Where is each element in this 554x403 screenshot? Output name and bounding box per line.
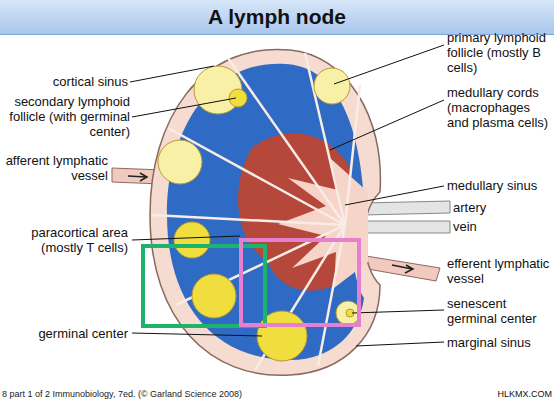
part-label: vein [453, 219, 543, 234]
pink-highlight-box [241, 240, 359, 325]
part-label: medullary sinus [447, 178, 553, 193]
part-label: afferent lymphatic vessel [2, 153, 108, 183]
part-label: primary lymphoid follicle (mostly B cell… [447, 30, 553, 75]
trabeculae [152, 53, 360, 370]
figure-caption: 8 part 1 of 2 Immunobiology, 7ed. (© Gar… [2, 389, 242, 399]
part-label: germinal center [2, 326, 128, 341]
part-label: artery [453, 200, 543, 215]
vein-tube [362, 221, 450, 233]
artery-tube [362, 201, 450, 215]
leader-lines [130, 45, 444, 346]
part-label: paracortical area (mostly T cells) [2, 225, 128, 255]
part-label: marginal sinus [447, 335, 553, 350]
flow-arrow [128, 173, 147, 181]
part-label: secondary lymphoid follicle (with germin… [0, 94, 130, 139]
flow-arrow [392, 265, 413, 273]
lymphoid-follicles [158, 66, 360, 361]
part-label: medullary cords (macrophages and plasma … [447, 85, 553, 130]
part-label: senescent germinal center [447, 296, 553, 326]
part-label: cortical sinus [2, 74, 128, 89]
watermark: HLKMX.COM [490, 389, 552, 400]
part-label: efferent lymphatic vessel [447, 256, 553, 286]
green-highlight-box [143, 246, 265, 326]
diagram-title: A lymph node [0, 5, 554, 29]
